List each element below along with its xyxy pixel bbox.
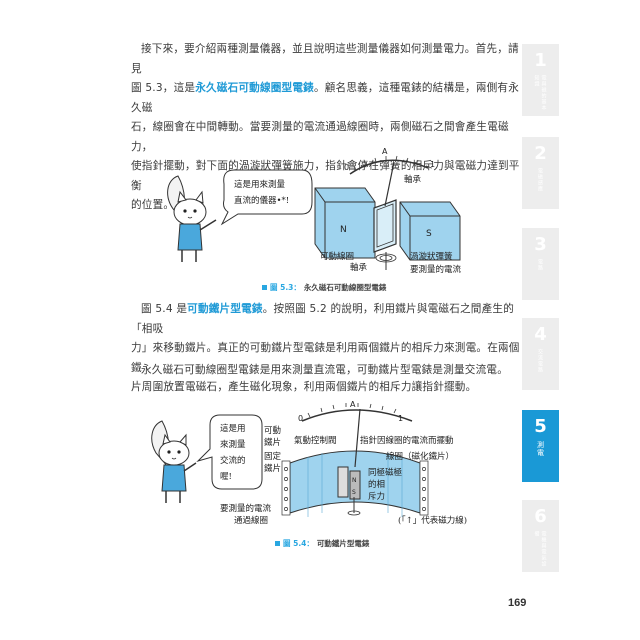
speech-bubble-1 — [220, 169, 313, 226]
label-a-2: A — [350, 400, 356, 409]
p1-line5: 的位置。 — [131, 199, 175, 211]
label-zero-2: 0 — [298, 414, 303, 423]
moving-coil — [373, 199, 397, 253]
term-permanent-magnet-meter: 永久磁石可動線圈型電錶 — [195, 82, 314, 94]
label-n: N — [340, 225, 347, 235]
chapter-tab-4[interactable]: 4 交流電路 — [522, 318, 559, 390]
damper-disc — [347, 510, 361, 516]
figure-5-3-caption: 圖 5.3： 永久磁石可動線圈型電錶 — [262, 282, 386, 293]
figure-5-4-caption: 圖 5.4： 可動鐵片型電錶 — [275, 538, 369, 549]
p2-line3: 片周圍放置電磁石，產生磁化現象，利用兩個鐵片的相斥力讓指針擺動。 — [131, 381, 477, 393]
speech-text-2-line4: 喔! — [220, 472, 232, 482]
paragraph-intro: 接下來，要介紹兩種測量儀器，並且說明這些測量儀器如何測量電力。首先，請見 圖 5… — [131, 40, 521, 216]
label-one-2: 1 — [398, 414, 403, 423]
speech-text-1-line2: 直流的儀器•*! — [234, 195, 289, 206]
label-one: 1 — [430, 160, 435, 169]
label-zero: 0 — [344, 163, 349, 172]
fixed-iron-piece — [337, 466, 349, 498]
p1-line1: 接下來，要介紹兩種測量儀器，並且說明這些測量儀器如何測量電力。首先，請見 — [131, 43, 519, 75]
figure-5-3: 這是用來測量 直流的儀器•*! N S A 0 1 軸承 可動線圈 渦漩狀彈簧 … — [167, 147, 462, 275]
label-measured-current: 要測量的電流 — [410, 264, 462, 275]
speech-text-2-line2: 來測量 — [220, 439, 246, 450]
label-fixed-iron-line2: 鐵片 — [264, 463, 281, 474]
movable-iron-piece — [349, 470, 361, 500]
label-repulsion-line3: 斥力 — [368, 491, 385, 502]
squirrel-illustration-1 — [167, 175, 217, 262]
paragraph-summary: 永久磁石可動線圈型電錶是用來測量直流電，可動鐵片型電錶是測量交流電。 — [131, 361, 521, 381]
p3-line1: 永久磁石可動線圈型電錶是用來測量直流電，可動鐵片型電錶是測量交流電。 — [141, 364, 508, 376]
p1-line2: 圖 5.3，這是永久磁石可動線圈型電錶。顧名思義，這種電錶的結構是，兩側有永久磁 — [131, 82, 520, 114]
label-movable-iron-line2: 鐵片 — [264, 437, 281, 448]
chapter-tab-1[interactable]: 1 電與磁的基本知識 — [522, 44, 559, 116]
speech-text-1-line1: 這是用來測量 — [234, 179, 286, 190]
label-pointer-swing: 指針因線圈的電流而擺動 — [360, 435, 454, 446]
p1-line4: 使指針擺動，對下面的渦漩狀彈簧施力，指針會停在彈簧的相斥力與電磁力達到平衡 — [131, 160, 520, 192]
paragraph-moving-iron: 圖 5.4 是可動鐵片型電錶。按照圖 5.2 的說明，利用鐵片與電磁石之間產生的… — [131, 300, 521, 398]
label-n-2: N — [352, 477, 357, 484]
p2-line2: 力」來移動鐵片。真正的可動鐵片型電錶是利用兩個鐵片的相斥力來測電。在兩個鐵 — [131, 342, 520, 374]
label-moving-coil: 可動線圈 — [320, 251, 354, 262]
pointer-needle — [384, 161, 395, 207]
label-current-line2: 通過線圈 — [234, 515, 268, 526]
label-s: S — [426, 229, 432, 239]
speech-text-2-line1: 這是用 — [220, 423, 246, 434]
chapter-tab-2[interactable]: 2 電磁感應 — [522, 137, 559, 209]
pointer-needle-2 — [354, 408, 361, 468]
squirrel-illustration-2 — [151, 420, 197, 503]
label-s-2: S — [352, 489, 356, 496]
magnet-n — [314, 187, 376, 259]
label-coil-magnetize: 線圈（磁化鐵片） — [386, 451, 454, 462]
chapter-tab-5[interactable]: 5 測電 — [522, 410, 559, 482]
p1-line3: 石，線圈會在中間轉動。當要測量的電流通過線圈時，兩側磁石之間會產生電磁力， — [131, 121, 509, 153]
label-a: A — [382, 147, 388, 156]
label-air-damper: 氣動控制閥 — [294, 435, 337, 446]
chapter-tab-3[interactable]: 3 電路 — [522, 228, 559, 300]
label-flux-legend: (「↑」代表磁力線) — [398, 515, 467, 526]
label-repulsion-line2: 的相 — [368, 479, 385, 490]
p2-line1: 圖 5.4 是可動鐵片型電錶。按照圖 5.2 的說明，利用鐵片與電磁石之間產生的… — [131, 303, 514, 335]
figure-5-4: 這是用 來測量 交流的 喔! N S A 0 1 可動 鐵片 固定 鐵片 氣動控… — [151, 400, 467, 526]
coil-windings-right — [419, 460, 429, 516]
scale-arc — [349, 159, 429, 175]
caption-marker-icon — [262, 285, 267, 290]
label-bearing-top: 軸承 — [404, 174, 422, 185]
label-fixed-iron-line1: 固定 — [264, 451, 282, 462]
coil-windings-left — [281, 460, 291, 516]
term-moving-iron-meter: 可動鐵片型電錶 — [187, 303, 263, 315]
label-bearing-bottom: 軸承 — [350, 262, 368, 273]
caption-marker-icon — [275, 541, 280, 546]
speech-text-2-line3: 交流的 — [220, 455, 246, 466]
chapter-tab-6[interactable]: 6 電機與電氣設備 — [522, 500, 559, 572]
page-number: 169 — [508, 597, 527, 609]
label-spiral-spring: 渦漩狀彈簧 — [410, 251, 453, 262]
scale-arc-2 — [301, 409, 413, 422]
speech-bubble-2 — [196, 414, 263, 490]
label-movable-iron-line1: 可動 — [264, 425, 281, 436]
label-current-line1: 要測量的電流 — [220, 503, 272, 514]
label-repulsion-line1: 同極磁極 — [368, 467, 403, 478]
